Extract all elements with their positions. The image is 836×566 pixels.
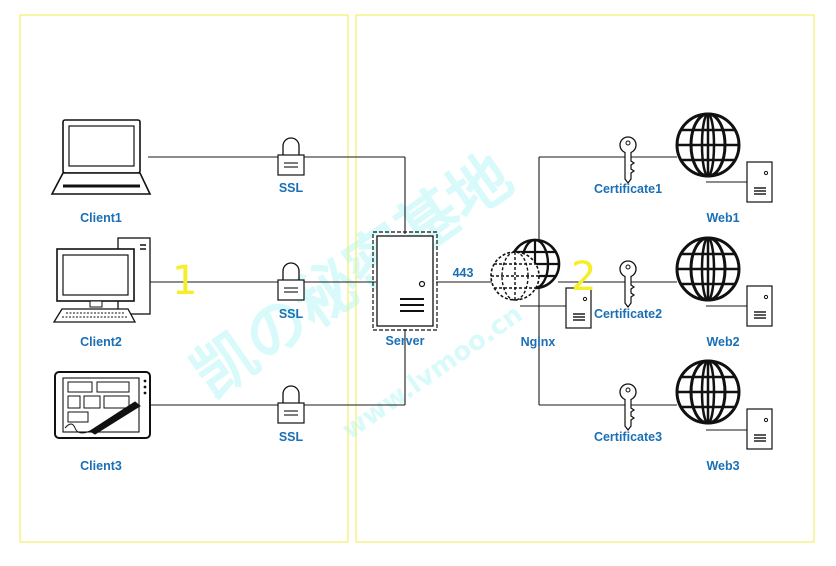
client3-label: Client3 bbox=[80, 459, 122, 473]
key-icon bbox=[619, 383, 637, 431]
web1-label: Web1 bbox=[706, 211, 739, 225]
server-zone bbox=[355, 14, 815, 543]
desktop-icon bbox=[52, 237, 151, 323]
key-icon bbox=[619, 260, 637, 308]
lock-icon bbox=[277, 137, 305, 176]
key-icon bbox=[619, 136, 637, 184]
ssl-label-3: SSL bbox=[279, 430, 304, 444]
certificate1-label: Certificate1 bbox=[594, 182, 662, 196]
web2-label: Web2 bbox=[706, 335, 739, 349]
web3-label: Web3 bbox=[706, 459, 739, 473]
globe-icon bbox=[675, 112, 741, 178]
client2-label: Client2 bbox=[80, 335, 122, 349]
annotation-2: 2 bbox=[571, 254, 596, 300]
ssl-label-2: SSL bbox=[279, 307, 304, 321]
globe-icon bbox=[675, 236, 741, 302]
certificate3-label: Certificate3 bbox=[594, 430, 662, 444]
watermark: 凯の秘密基地 www.lvmoo.cn bbox=[179, 139, 529, 446]
laptop-icon bbox=[50, 119, 152, 195]
mini-server-icon bbox=[746, 161, 773, 203]
certificate2-label: Certificate2 bbox=[594, 307, 662, 321]
client-zone bbox=[19, 14, 349, 543]
mini-server-icon bbox=[746, 408, 773, 450]
connection-lines bbox=[148, 156, 748, 431]
server-icon bbox=[372, 231, 438, 331]
annotation-1: 1 bbox=[172, 258, 197, 304]
mini-server-icon bbox=[746, 285, 773, 327]
globe-icon bbox=[675, 359, 741, 425]
ssl-label-1: SSL bbox=[279, 181, 304, 195]
tablet-icon bbox=[54, 371, 151, 439]
port-label: 443 bbox=[453, 266, 474, 280]
server-label: Server bbox=[386, 334, 425, 348]
nginx-label: Nginx bbox=[521, 335, 556, 349]
globe-icon bbox=[490, 238, 592, 329]
lock-icon bbox=[277, 385, 305, 424]
client1-label: Client1 bbox=[80, 211, 122, 225]
